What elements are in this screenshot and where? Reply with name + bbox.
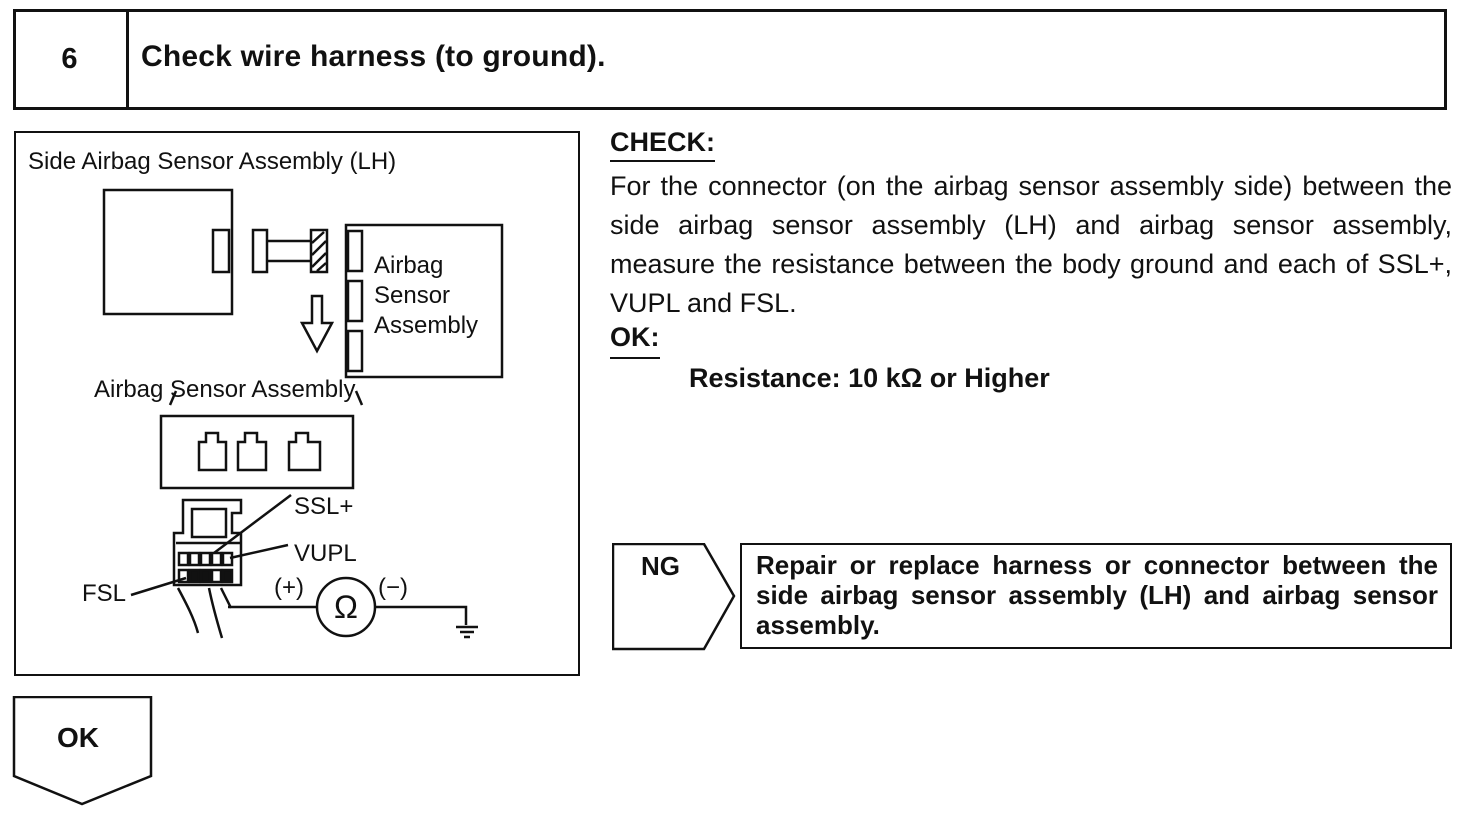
side-sensor-body (102, 188, 234, 316)
sensor-box-label-3: Assembly (374, 312, 478, 339)
sensor-connector-body (159, 414, 355, 490)
step-header-box (13, 9, 1447, 110)
ok-spec-value: Resistance: 10 kΩ or Higher (689, 363, 1050, 393)
step-title: Check wire harness (to ground). (141, 40, 606, 73)
plus-label: (+) (274, 574, 304, 601)
side-sensor-connector (211, 228, 231, 274)
vupl-label: VUPL (294, 540, 357, 567)
down-arrow (299, 294, 335, 354)
ok-arrow-shape (12, 696, 153, 806)
ohm-symbol: Ω (334, 589, 358, 625)
fsl-label: FSL (82, 580, 126, 607)
harness-plug-right (309, 228, 329, 274)
minus-label: (−) (378, 574, 408, 601)
harness-plug-left (251, 228, 269, 274)
sensor-box-label-1: Airbag (374, 252, 443, 279)
ok-arrow-label: OK (57, 722, 99, 753)
figure-title: Side Airbag Sensor Assembly (LH) (28, 148, 396, 175)
ssl-label: SSL+ (294, 493, 353, 520)
ok-spec-label: OK: (610, 322, 660, 359)
check-text: For the connector (on the airbag sensor … (610, 171, 1452, 318)
wiring-figure: Side Airbag Sensor Assembly (LH) Airbag … (14, 131, 580, 676)
step-number: 6 (13, 9, 129, 110)
ng-label: NG (641, 551, 680, 581)
wiring-diagram: Side Airbag Sensor Assembly (LH) Airbag … (28, 148, 504, 639)
connector-label: Airbag Sensor Assembly (94, 376, 355, 403)
sensor-box-label-2: Sensor (374, 282, 450, 309)
ng-arrow-shape (612, 543, 736, 651)
check-label: CHECK: (610, 127, 715, 162)
ng-action-box: Repair or replace harness or connector b… (740, 543, 1452, 649)
sensor-assembly-box (344, 223, 504, 379)
